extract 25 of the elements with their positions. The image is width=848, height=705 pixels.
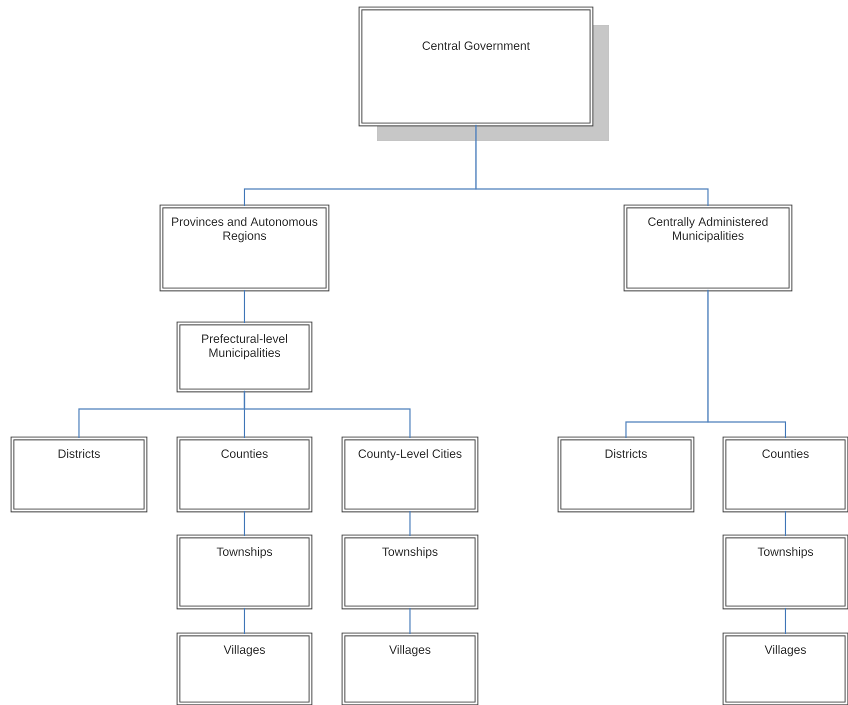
connector-line (244, 510, 246, 536)
org-box: Villages (342, 632, 478, 705)
org-box: Provinces and Autonomous Regions (160, 204, 330, 292)
connector-line (707, 290, 786, 438)
org-box: Townships (342, 534, 478, 610)
org-box: Centrally Administered Municipalities (624, 204, 792, 292)
org-box: Villages (722, 632, 848, 705)
connector-line (244, 290, 246, 323)
org-box: Counties (722, 436, 848, 512)
connector-line (475, 124, 709, 206)
connector-line (784, 608, 786, 634)
connector-line (244, 390, 411, 438)
org-box: Villages (176, 632, 312, 705)
top-level-box: Central Government (358, 6, 594, 126)
connector-line (409, 510, 411, 536)
connector-line (244, 608, 246, 634)
org-box: Townships (722, 534, 848, 610)
org-box: Districts (10, 436, 148, 512)
connector-line (784, 510, 786, 536)
org-box: Prefectural-level Municipalities (176, 322, 312, 392)
org-box: Counties (176, 436, 312, 512)
connector-line (409, 608, 411, 634)
org-box: Districts (558, 436, 694, 512)
org-box: Townships (176, 534, 312, 610)
org-box: County-Level Cities (342, 436, 478, 512)
